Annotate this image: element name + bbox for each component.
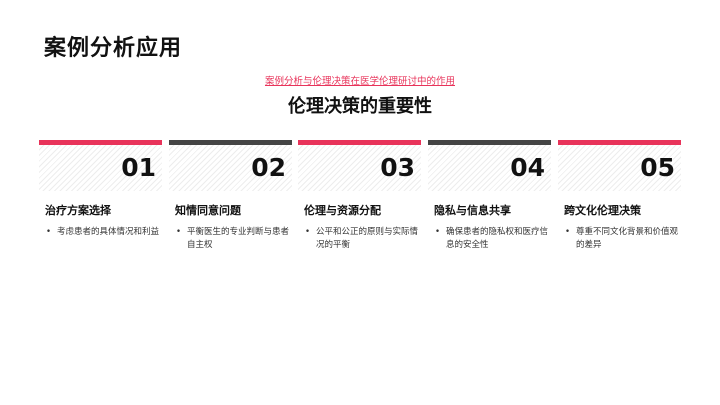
slide-title: 案例分析应用 xyxy=(44,36,183,61)
card-number-box: 02 xyxy=(169,145,292,191)
card-top-bar xyxy=(39,140,162,145)
card-1: 01 治疗方案选择 • 考虑患者的具体情况和利益 xyxy=(39,140,162,260)
card-number: 05 xyxy=(640,153,675,182)
card-top-bar xyxy=(169,140,292,145)
card-label: 知情同意问题 xyxy=(175,204,241,217)
card-label: 隐私与信息共享 xyxy=(434,204,511,217)
card-number: 04 xyxy=(510,153,545,182)
card-number: 01 xyxy=(121,153,156,182)
card-label: 治疗方案选择 xyxy=(45,204,111,217)
subtitle-link[interactable]: 案例分析与伦理决策在医学伦理研讨中的作用 xyxy=(264,76,455,87)
card-top-bar xyxy=(558,140,681,145)
bullet-dot-icon: • xyxy=(435,227,441,237)
bullet-dot-icon: • xyxy=(176,227,182,237)
card-5: 05 跨文化伦理决策 • 尊重不同文化背景和价值观的差异 xyxy=(558,140,681,260)
bullet-dot-icon: • xyxy=(46,227,52,237)
card-label: 伦理与资源分配 xyxy=(304,204,381,217)
card-2: 02 知情同意问题 • 平衡医生的专业判断与患者自主权 xyxy=(169,140,292,260)
card-bullet: • 尊重不同文化背景和价值观的差异 xyxy=(564,226,681,252)
card-bullet-text: 平衡医生的专业判断与患者自主权 xyxy=(187,227,290,250)
card-bullet: • 确保患者的隐私权和医疗信息的安全性 xyxy=(434,226,551,252)
bullet-dot-icon: • xyxy=(565,227,571,237)
card-bullet-text: 确保患者的隐私权和医疗信息的安全性 xyxy=(446,227,549,250)
card-bullet: • 公平和公正的原则与实际情况的平衡 xyxy=(304,226,421,252)
card-number-box: 05 xyxy=(558,145,681,191)
card-top-bar xyxy=(298,140,421,145)
card-number-box: 01 xyxy=(39,145,162,191)
card-number: 03 xyxy=(380,153,415,182)
cards-row: 01 治疗方案选择 • 考虑患者的具体情况和利益 02 知情同意问题 • 平衡医… xyxy=(39,140,681,260)
bullet-dot-icon: • xyxy=(305,227,311,237)
card-number: 02 xyxy=(251,153,286,182)
card-bullet-text: 公平和公正的原则与实际情况的平衡 xyxy=(316,227,419,250)
card-label: 跨文化伦理决策 xyxy=(564,204,641,217)
card-number-box: 04 xyxy=(428,145,551,191)
card-bullet-text: 考虑患者的具体情况和利益 xyxy=(57,227,160,237)
card-number-box: 03 xyxy=(298,145,421,191)
card-bullet: • 考虑患者的具体情况和利益 xyxy=(45,226,162,239)
card-top-bar xyxy=(428,140,551,145)
card-bullet-text: 尊重不同文化背景和价值观的差异 xyxy=(576,227,679,250)
section-heading: 伦理决策的重要性 xyxy=(288,96,432,117)
card-3: 03 伦理与资源分配 • 公平和公正的原则与实际情况的平衡 xyxy=(298,140,421,260)
card-bullet: • 平衡医生的专业判断与患者自主权 xyxy=(175,226,292,252)
card-4: 04 隐私与信息共享 • 确保患者的隐私权和医疗信息的安全性 xyxy=(428,140,551,260)
